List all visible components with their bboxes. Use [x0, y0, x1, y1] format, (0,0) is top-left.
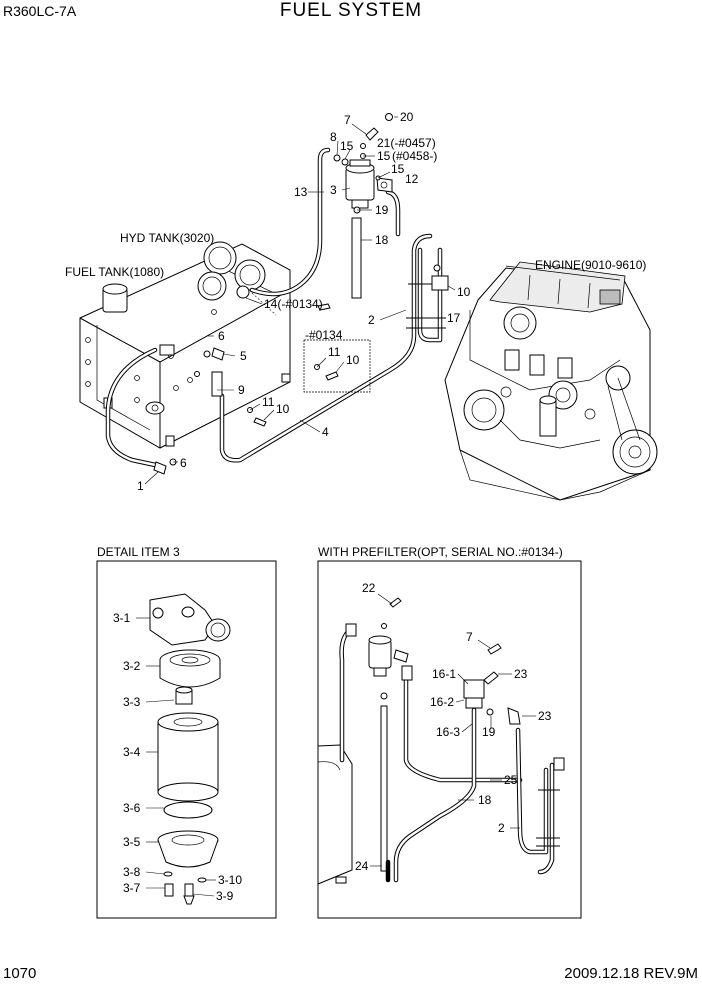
callout-17: 17 [447, 311, 461, 325]
callout-21: 21(-#0457) [377, 136, 436, 150]
callout-1: 1 [137, 479, 144, 493]
callout-19p: 19 [482, 725, 496, 739]
callout-18p: 18 [478, 793, 492, 807]
callout-18: 18 [375, 233, 389, 247]
fuel-tank-label: FUEL TANK(1080) [65, 265, 164, 279]
callout-20: 20 [400, 110, 414, 124]
callout-3-7: 3-7 [123, 881, 141, 895]
item3-callouts: DETAIL ITEM 3 3-1 3-2 3-3 3-4 3-6 3-5 3-… [97, 545, 242, 903]
callout-10c: 10 [346, 353, 360, 367]
callout-3-9: 3-9 [216, 889, 234, 903]
detail-item3-frame [96, 560, 277, 919]
callout-2p: 2 [498, 821, 505, 835]
callout-3-4: 3-4 [123, 745, 141, 759]
engine-label: ENGINE(9010-9610) [535, 258, 646, 272]
fuel-tank-drawing [79, 241, 291, 449]
callout-6b: 6 [180, 456, 187, 470]
callout-7p: 7 [466, 630, 473, 644]
callout-16-2: 16-2 [430, 695, 454, 709]
prefilter-parts [317, 597, 565, 885]
callout-15: 15 [340, 139, 354, 153]
callout-11a: 11 [262, 395, 275, 409]
leader-lines-main [144, 116, 456, 485]
leader-lines-prefilter [370, 593, 536, 867]
callout-4: 4 [322, 425, 329, 439]
callout-25: 25 [504, 773, 518, 787]
callout-16-3: 16-3 [436, 725, 460, 739]
prefilter-frame [317, 560, 582, 919]
engine-drawing [444, 261, 658, 501]
callout-22: 22 [362, 581, 376, 595]
callout-11b: 11 [328, 345, 341, 359]
callout-serial-0458: (#0458-) [392, 149, 437, 163]
callout-16-1: 16-1 [432, 667, 456, 681]
callout-15b: 15 [377, 149, 391, 163]
callout-5: 5 [240, 349, 247, 363]
callout-3-1: 3-1 [113, 611, 131, 625]
callout-10a: 10 [457, 285, 471, 299]
detail-item3-title: DETAIL ITEM 3 [97, 545, 180, 559]
callout-24: 24 [355, 859, 369, 873]
hoses-main [105, 147, 446, 469]
callout-3-8: 3-8 [123, 865, 141, 879]
callout-2: 2 [368, 313, 375, 327]
fuel-filter-main [153, 113, 449, 475]
model-code: R360LC-7A [3, 3, 77, 19]
callout-3-2: 3-2 [123, 659, 141, 673]
callout-19: 19 [375, 203, 389, 217]
prefilter-callouts: WITH PREFILTER(OPT, SERIAL NO.:#0134-) 2… [318, 545, 563, 873]
callout-8: 8 [330, 130, 337, 144]
callout-3-5: 3-5 [123, 835, 141, 849]
callout-12: 12 [405, 172, 419, 186]
callout-23b: 23 [538, 709, 552, 723]
hyd-tank-label: HYD TANK(3020) [120, 231, 214, 245]
callout-15c: 15 [391, 162, 405, 176]
callout-14: 14(-#0134) [264, 297, 323, 311]
main-callouts: HYD TANK(3020) FUEL TANK(1080) ENGINE(90… [65, 110, 646, 493]
page-number: 1070 [3, 965, 37, 982]
callout-13: 13 [294, 185, 308, 199]
callout-10b: 10 [276, 402, 290, 416]
prefilter-title: WITH PREFILTER(OPT, SERIAL NO.:#0134-) [318, 545, 563, 559]
detail-item3-parts [149, 593, 231, 905]
revision-stamp: 2009.12.18 REV.9M [564, 965, 698, 982]
leader-lines-item3 [136, 617, 216, 897]
callout-3-10: 3-10 [218, 873, 242, 887]
callout-3-6: 3-6 [123, 801, 141, 815]
callout-6a: 6 [218, 329, 225, 343]
callout-3-3: 3-3 [123, 695, 141, 709]
page-title: FUEL SYSTEM [279, 0, 423, 21]
callout-7: 7 [344, 113, 351, 127]
serial-box-title: -#0134 [305, 328, 343, 342]
callout-23a: 23 [514, 667, 528, 681]
callout-3: 3 [330, 183, 337, 197]
callout-9: 9 [238, 383, 245, 397]
